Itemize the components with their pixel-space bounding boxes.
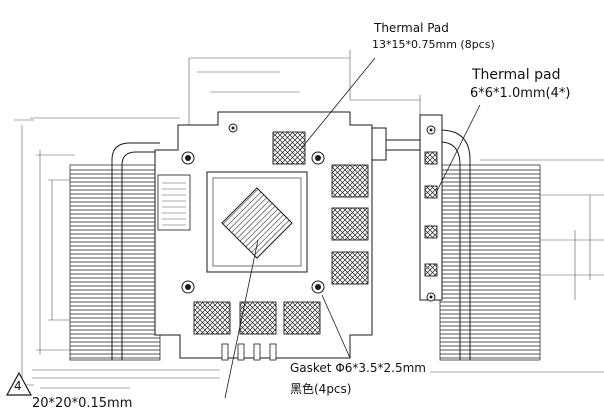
thermal-pad-top-spec: 13*15*0.75mm (8pcs) [372, 38, 495, 51]
small-thermal-pad [424, 263, 438, 277]
screw-hole [426, 292, 436, 302]
right-fin-stack [439, 164, 541, 361]
item-number-triangle [6, 372, 32, 396]
small-thermal-pad [424, 185, 438, 199]
thermal-pad [331, 207, 369, 241]
thermal-pad [272, 131, 306, 165]
gpu-die-frame [206, 171, 308, 273]
thermal-pad [193, 301, 231, 335]
clip [253, 343, 261, 361]
thermal-pads [193, 131, 369, 335]
dimension-lines [14, 50, 604, 389]
screw-hole [181, 151, 195, 165]
thermal-pad [331, 251, 369, 285]
thermal-pad [331, 164, 369, 198]
clip [269, 343, 277, 361]
thermal-pad [283, 301, 321, 335]
item-four-spec: 20*20*0.15mm [32, 396, 133, 411]
thermal-pad-top-title: Thermal Pad [374, 21, 449, 35]
leader-lines [224, 57, 481, 399]
clip [221, 343, 229, 361]
screw-holes [181, 123, 436, 302]
thermal-pad [239, 301, 277, 335]
small-thermal-pad [424, 151, 438, 165]
gasket-color-qty: 黑色(4pcs) [290, 382, 352, 396]
part-label-sticker [157, 174, 191, 231]
left-fin-stack [69, 164, 161, 361]
screw-hole [311, 151, 325, 165]
clip [237, 343, 245, 361]
small-thermal-pad [424, 225, 438, 239]
bottom-clips [221, 343, 277, 361]
screw-hole [311, 280, 325, 294]
thermal-pad-right-spec: 6*6*1.0mm(4*) [470, 86, 571, 101]
screw-hole [181, 280, 195, 294]
item-number: 4 [14, 379, 22, 393]
gasket-spec: Gasket Φ6*3.5*2.5mm [290, 361, 426, 375]
heat-pipes [111, 127, 471, 360]
screw-hole [228, 123, 238, 133]
screw-hole [426, 125, 436, 135]
thermal-pad-right-title: Thermal pad [472, 67, 561, 83]
right-thermal-strip [419, 114, 443, 301]
